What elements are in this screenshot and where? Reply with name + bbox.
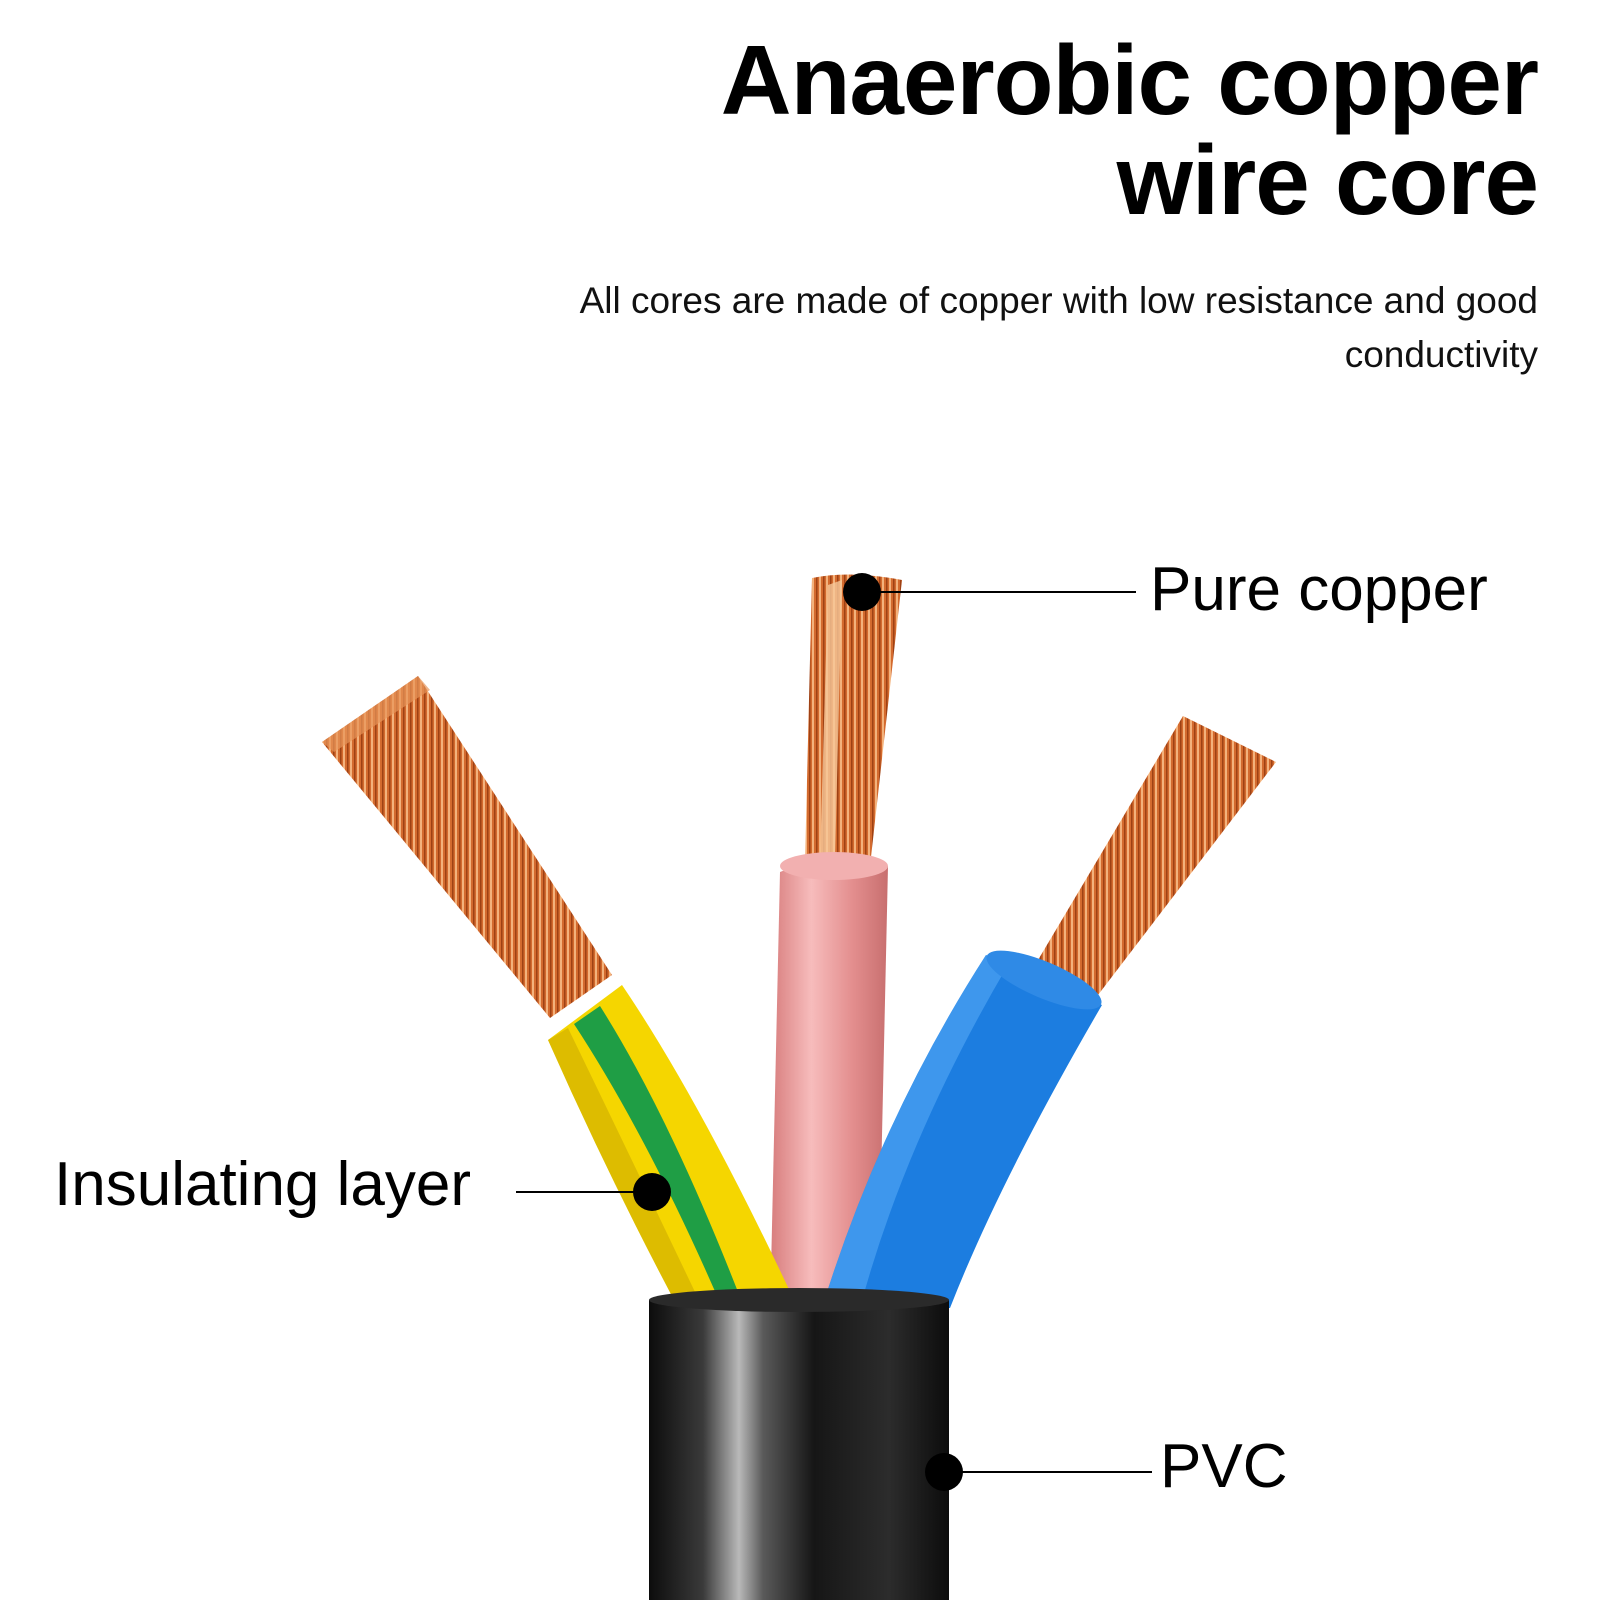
pink-core [770, 852, 888, 1315]
yellow-green-core [548, 985, 794, 1315]
title-line-1: Anaerobic copper [720, 25, 1539, 135]
blue-core [822, 950, 1102, 1308]
callout-dot-pvc [925, 1453, 963, 1491]
right-copper-strands [1038, 716, 1276, 995]
page-subtitle: All cores are made of copper with low re… [438, 274, 1538, 382]
subtitle-line-2: conductivity [1344, 334, 1538, 375]
label-pure-copper: Pure copper [1150, 555, 1488, 624]
subtitle-line-1: All cores are made of copper with low re… [579, 280, 1538, 321]
callout-dot-copper [843, 573, 881, 611]
left-copper-strands [322, 676, 612, 1018]
pvc-jacket [649, 1288, 949, 1600]
page-title: Anaerobic copper wire core [721, 30, 1539, 230]
label-insulating-layer: Insulating layer [54, 1150, 472, 1219]
callout-dot-insulation [633, 1173, 671, 1211]
middle-copper-strands [805, 574, 902, 866]
label-pvc: PVC [1160, 1432, 1288, 1501]
title-line-2: wire core [1116, 125, 1539, 235]
